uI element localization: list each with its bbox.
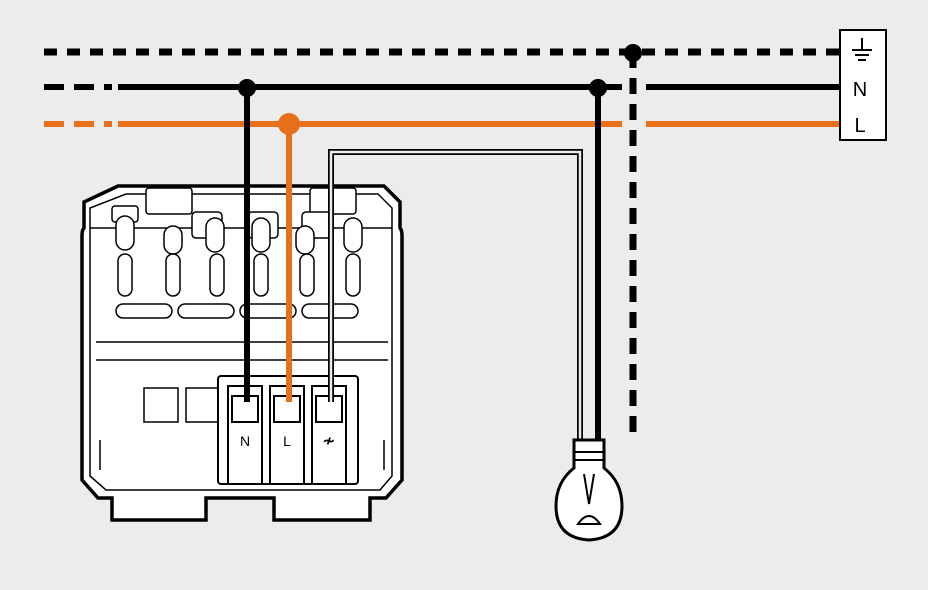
device-horizontal-bars [115, 303, 359, 319]
terminal-switched-label: ≁ [322, 433, 335, 450]
device-square-2 [185, 387, 219, 423]
device-terminal-block [217, 375, 359, 485]
earth-junction [624, 44, 642, 62]
supply-terminal-block: N L [839, 29, 887, 141]
earth-ground-icon [852, 38, 872, 61]
supply-neutral-label: N [853, 79, 867, 101]
device-vertical-slots [117, 253, 361, 297]
device-upper-slots [115, 215, 363, 255]
neutral-junction-lamp [589, 79, 607, 97]
device-square-1 [143, 387, 179, 423]
supply-live-label: L [854, 115, 865, 137]
live-junction-device [278, 113, 300, 135]
neutral-junction-device [238, 79, 256, 97]
terminal-n-label: N [240, 433, 250, 449]
device-wires [244, 87, 601, 450]
switch-device: N L ≁ [80, 184, 404, 522]
supply-rails [44, 48, 840, 127]
terminal-l-label: L [283, 433, 291, 449]
light-bulb-icon [554, 438, 624, 542]
